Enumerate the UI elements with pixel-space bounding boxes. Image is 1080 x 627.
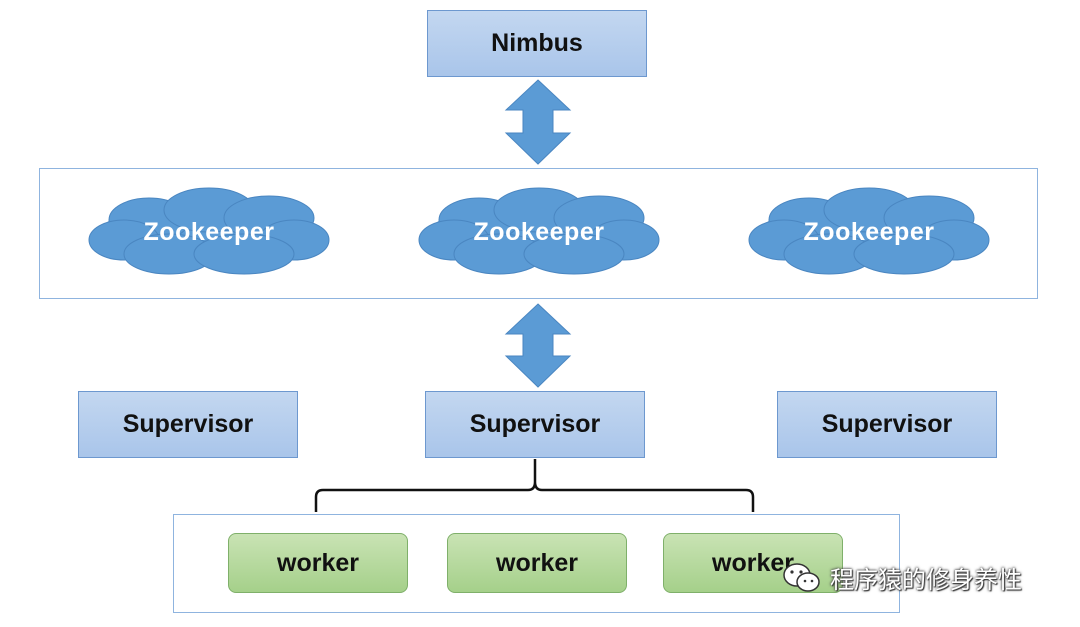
supervisor-node-1: Supervisor [78,391,298,458]
worker-label-2: worker [496,548,578,577]
worker-node-2: worker [447,533,627,593]
supervisor-label-3: Supervisor [821,410,953,438]
zookeeper-node-1: Zookeeper [84,182,334,282]
supervisor-node-3: Supervisor [777,391,997,458]
zookeeper-node-3: Zookeeper [744,182,994,282]
nimbus-label: Nimbus [491,29,583,57]
watermark-text: 程序猿的修身养性 [830,566,1022,594]
cloud-icon [748,187,990,275]
supervisor-label-1: Supervisor [122,410,254,438]
supervisor-node-2: Supervisor [425,391,645,458]
zookeeper-label-1: Zookeeper [143,217,275,246]
cloud-icon [418,187,660,275]
double-arrow-icon [504,303,572,388]
watermark: 程序猿的修身养性 [782,560,1022,595]
supervisor-label-2: Supervisor [469,410,601,438]
worker-label-3: worker [712,548,794,577]
zookeeper-label-2: Zookeeper [473,217,605,246]
brace-connector [314,459,755,512]
double-arrow-icon [504,79,572,165]
worker-label-1: worker [277,548,359,577]
worker-node-1: worker [228,533,408,593]
zookeeper-node-2: Zookeeper [414,182,664,282]
cloud-icon [88,187,330,275]
wechat-icon [783,562,820,592]
zookeeper-label-3: Zookeeper [803,217,935,246]
nimbus-node: Nimbus [427,10,647,77]
